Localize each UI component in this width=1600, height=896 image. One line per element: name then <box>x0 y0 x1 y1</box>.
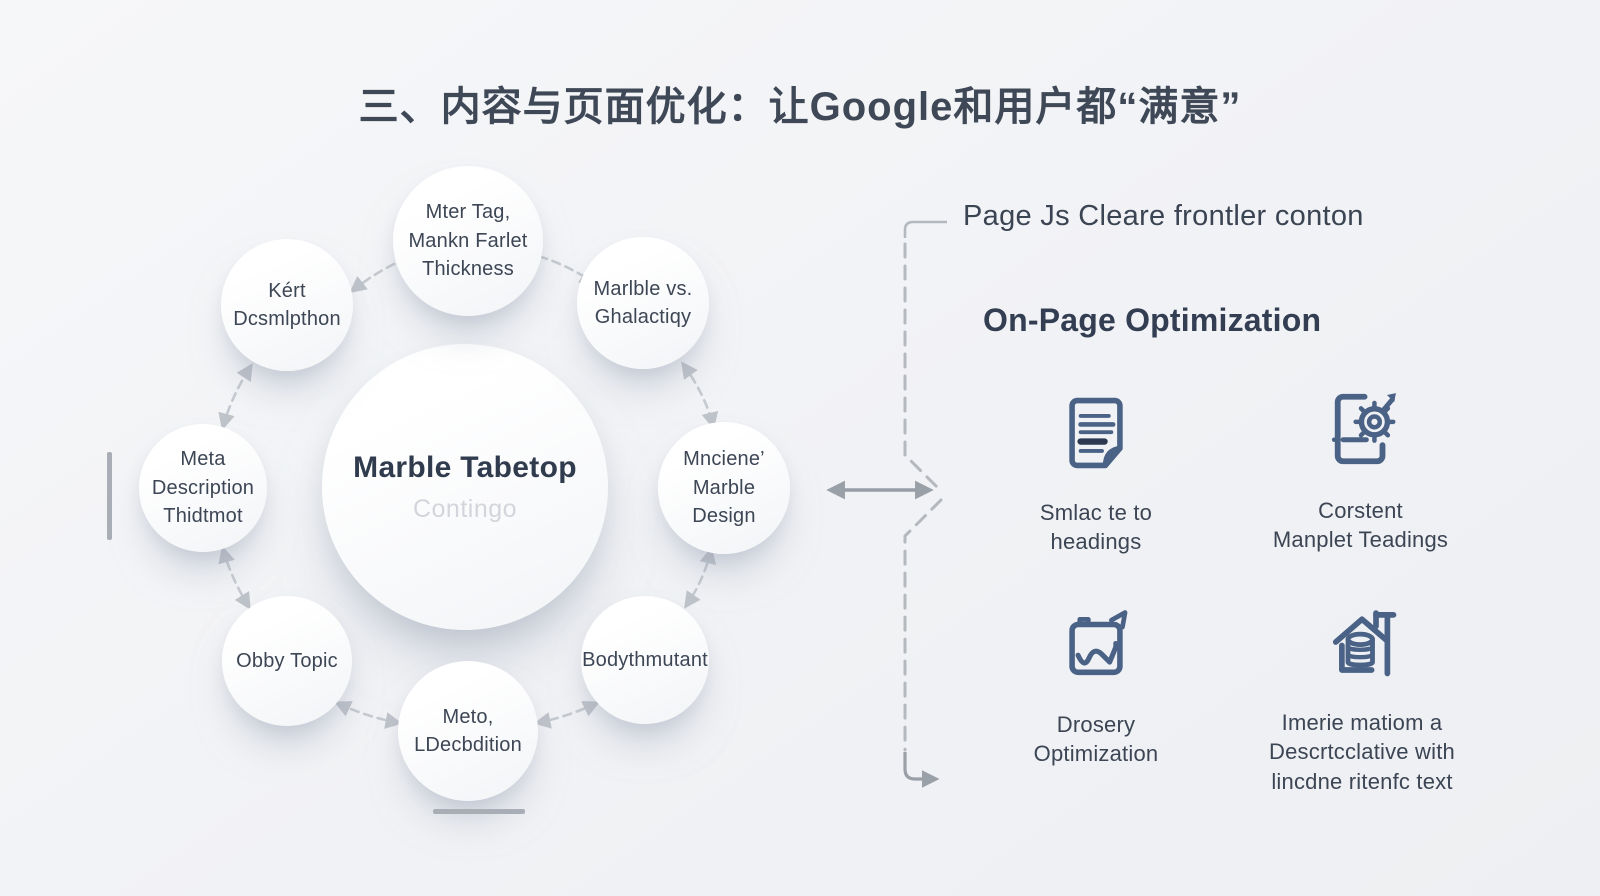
satellite-obby-topic: Obby Topic <box>222 596 352 726</box>
feature-descriptive-text: Imerie matiom a Descrtcclative with linc… <box>1232 600 1492 796</box>
feature-label: Smlac te to headings <box>1039 500 1153 555</box>
center-bracket-connector <box>826 220 947 788</box>
satellite-label: Bodythmutant <box>582 648 708 671</box>
title-prefix: 三、内容与页面优化：让 <box>358 85 810 129</box>
satellite-meta-tag-thickness: Mter Tag, Mankn Farlet Thickness <box>393 166 543 316</box>
panel-heading: Page Js Cleare frontler conton <box>963 200 1364 232</box>
title-suffix: 和用户都“满意” <box>953 85 1242 129</box>
document-lines-icon <box>1055 392 1137 474</box>
satellite-label: Meto, LDecbdition <box>414 705 522 756</box>
satellite-label: Mter Tag, Mankn Farlet Thickness <box>408 201 528 281</box>
feature-label: Drosery Optimization <box>1033 712 1159 767</box>
satellite-label: Meta Description Thidtmot <box>151 448 255 528</box>
bottom-accent-line <box>433 809 525 814</box>
feature-chart-optimization: Drosery Optimization <box>982 604 1210 769</box>
satellite-mnciene-marble-design: Mnciene’ Marble Design <box>658 422 790 554</box>
satellite-meto-ldecbdition: Meto, LDecbdition <box>398 661 538 801</box>
satellite-meta-description-thidtmot: Meta Description Thidtmot <box>139 424 267 552</box>
satellite-kert-dcsmlpthon: Kért Dcsmlpthon <box>221 239 353 371</box>
hub-center-circle: Marble Tabetop Contingo <box>322 344 608 630</box>
hub-title: Marble Tabetop <box>353 450 577 484</box>
satellite-label: Obby Topic <box>236 649 338 672</box>
house-database-icon <box>1320 600 1404 684</box>
left-accent-bar <box>107 452 112 540</box>
satellite-label: Mnciene’ Marble Design <box>683 448 765 528</box>
satellite-marble-vs-ghalactiqy: Marlble vs. Ghalactiqy <box>577 237 709 369</box>
feature-structured-headings: Smlac te to headings <box>982 392 1210 557</box>
feature-content-settings: Corstent Manplet Teadings <box>1243 386 1478 555</box>
page-title: 三、内容与页面优化：让Google和用户都“满意” <box>0 74 1600 132</box>
feature-label: Imerie matiom a Descrtcclative with linc… <box>1269 710 1455 794</box>
satellite-label: Marlble vs. Ghalactiqy <box>593 277 693 328</box>
page-gear-arrow-icon <box>1318 386 1404 472</box>
hub-subtitle: Contingo <box>412 494 518 523</box>
title-brand: Google <box>809 85 954 129</box>
satellite-bodythmutant: Bodythmutant <box>581 596 709 724</box>
panel-subheading: On-Page Optimization <box>983 302 1322 338</box>
feature-label: Corstent Manplet Teadings <box>1272 498 1449 553</box>
chart-line-flag-icon <box>1055 604 1137 686</box>
satellite-label: Kért Dcsmlpthon <box>233 279 341 330</box>
